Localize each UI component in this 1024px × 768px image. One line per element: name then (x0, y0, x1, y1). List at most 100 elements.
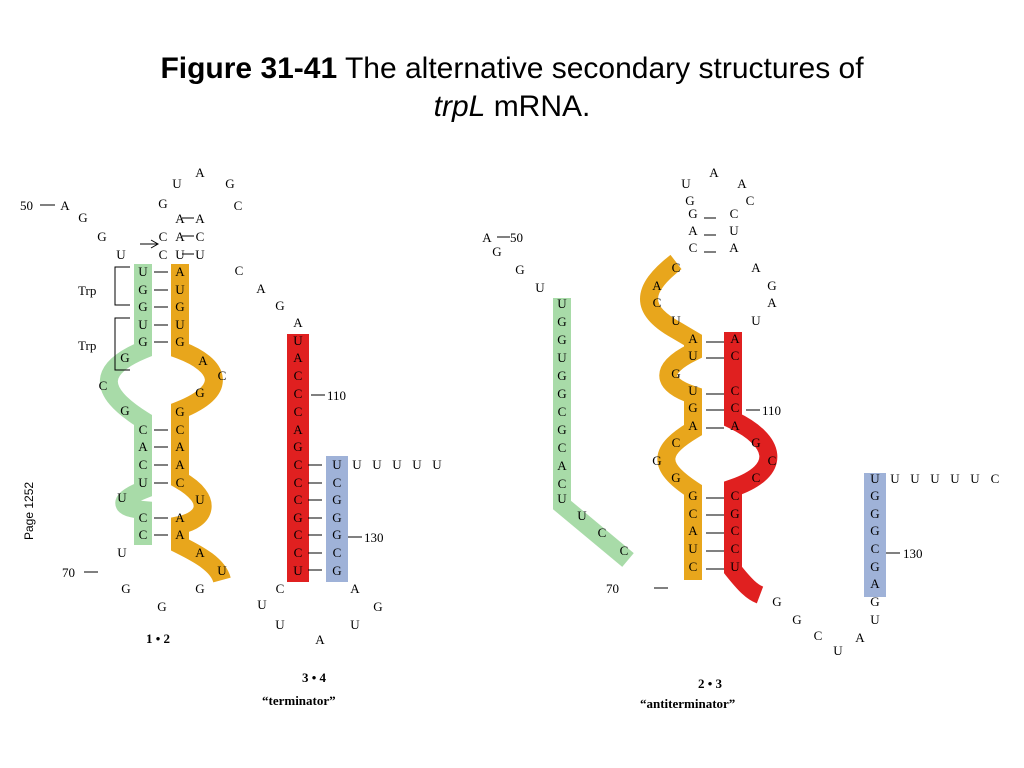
nucleotide: C (672, 260, 681, 275)
nucleotide: U (116, 247, 126, 262)
nucleotide: U (195, 492, 205, 507)
nucleotide: G (730, 506, 739, 521)
nucleotide: U (412, 457, 422, 472)
nucleotide: C (730, 206, 739, 221)
nucleotide: C (333, 545, 342, 560)
nucleotide: U (751, 313, 761, 328)
nucleotide: C (558, 440, 567, 455)
nucleotide: A (138, 439, 148, 454)
nucleotide: U (833, 643, 843, 658)
nucleotide: G (332, 510, 341, 525)
nucleotide: C (176, 422, 185, 437)
left-label-110: 110 (327, 388, 346, 403)
nucleotide: G (557, 422, 566, 437)
nucleotide: C (196, 229, 205, 244)
trp-label-2: Trp (78, 338, 96, 353)
nucleotide: G (332, 527, 341, 542)
nucleotide: A (175, 439, 185, 454)
figure-title-text: The alternative secondary structures of (344, 52, 864, 85)
nucleotide: U (352, 457, 362, 472)
nucleotide: U (195, 247, 205, 262)
nucleotide: C (558, 404, 567, 419)
nucleotide: A (688, 523, 698, 538)
left-label-50: 50 (20, 198, 33, 213)
nucleotide: C (294, 457, 303, 472)
nucleotide: U (557, 350, 567, 365)
nucleotide: G (78, 210, 87, 225)
nucleotide: A (293, 350, 303, 365)
nucleotide: C (768, 453, 777, 468)
nucleotide: A (315, 632, 325, 647)
nucleotide: G (557, 386, 566, 401)
nucleotide: G (557, 368, 566, 383)
nucleotide: U (730, 559, 740, 574)
nucleotide: U (117, 490, 127, 505)
nucleotide: A (730, 331, 740, 346)
nucleotide: U (557, 296, 567, 311)
figure-title-end: mRNA. (493, 90, 591, 123)
nucleotide: C (871, 541, 880, 556)
nucleotide: C (294, 475, 303, 490)
nucleotide: C (294, 545, 303, 560)
nucleotide: U (172, 176, 182, 191)
nucleotide: A (688, 223, 698, 238)
nucleotide: U (870, 471, 880, 486)
nucleotide: A (870, 576, 880, 591)
nucleotide: C (672, 435, 681, 450)
nucleotide: G (870, 559, 879, 574)
nucleotide: A (198, 353, 208, 368)
nucleotide: U (332, 457, 342, 472)
nucleotide: G (97, 229, 106, 244)
nucleotide: C (176, 475, 185, 490)
nucleotide: C (558, 476, 567, 491)
nucleotide: G (772, 594, 781, 609)
nucleotide: G (332, 492, 341, 507)
nucleotide: C (276, 581, 285, 596)
nucleotide: U (372, 457, 382, 472)
nucleotide: A (256, 281, 266, 296)
gene-name: trpL (433, 90, 486, 123)
right-structure: AGGUUGGUGGCGCACUUCCUAACGCGUAACCACUAUGUGA… (482, 165, 999, 711)
nucleotide: C (731, 488, 740, 503)
nucleotide: G (671, 366, 680, 381)
nucleotide: G (688, 488, 697, 503)
nucleotide: U (175, 317, 185, 332)
nucleotide: G (121, 581, 130, 596)
nucleotide: A (293, 422, 303, 437)
nucleotide: G (870, 523, 879, 538)
nucleotide: C (689, 240, 698, 255)
nucleotide: A (195, 165, 205, 180)
nucleotide: U (910, 471, 920, 486)
nucleotide: U (688, 348, 698, 363)
nucleotide: G (671, 470, 680, 485)
nucleotide: A (175, 211, 185, 226)
nucleotide: C (139, 457, 148, 472)
nucleotide: G (332, 563, 341, 578)
nucleotide: G (751, 435, 760, 450)
nucleotide: U (870, 612, 880, 627)
caption-2-3: 2 • 3 (698, 676, 723, 691)
caption-1-2: 1 • 2 (146, 631, 170, 646)
nucleotide: A (293, 315, 303, 330)
nucleotide: C (731, 523, 740, 538)
nucleotide: G (293, 510, 302, 525)
nucleotide: U (950, 471, 960, 486)
left-region4-band (326, 456, 348, 582)
nucleotide: G (195, 385, 204, 400)
right-label-110: 110 (762, 403, 781, 418)
caption-antiterminator: “antiterminator” (640, 696, 735, 711)
nucleotide: C (620, 543, 629, 558)
nucleotide: G (792, 612, 801, 627)
nucleotide: C (235, 263, 244, 278)
nucleotide: C (234, 198, 243, 213)
nucleotide: C (294, 404, 303, 419)
nucleotide: A (175, 510, 185, 525)
nucleotide: G (515, 262, 524, 277)
nucleotide: U (138, 475, 148, 490)
nucleotide: U (688, 383, 698, 398)
nucleotide: U (671, 313, 681, 328)
nucleotide: G (175, 404, 184, 419)
nucleotide: C (814, 628, 823, 643)
nucleotide: A (688, 331, 698, 346)
nucleotide: G (688, 400, 697, 415)
